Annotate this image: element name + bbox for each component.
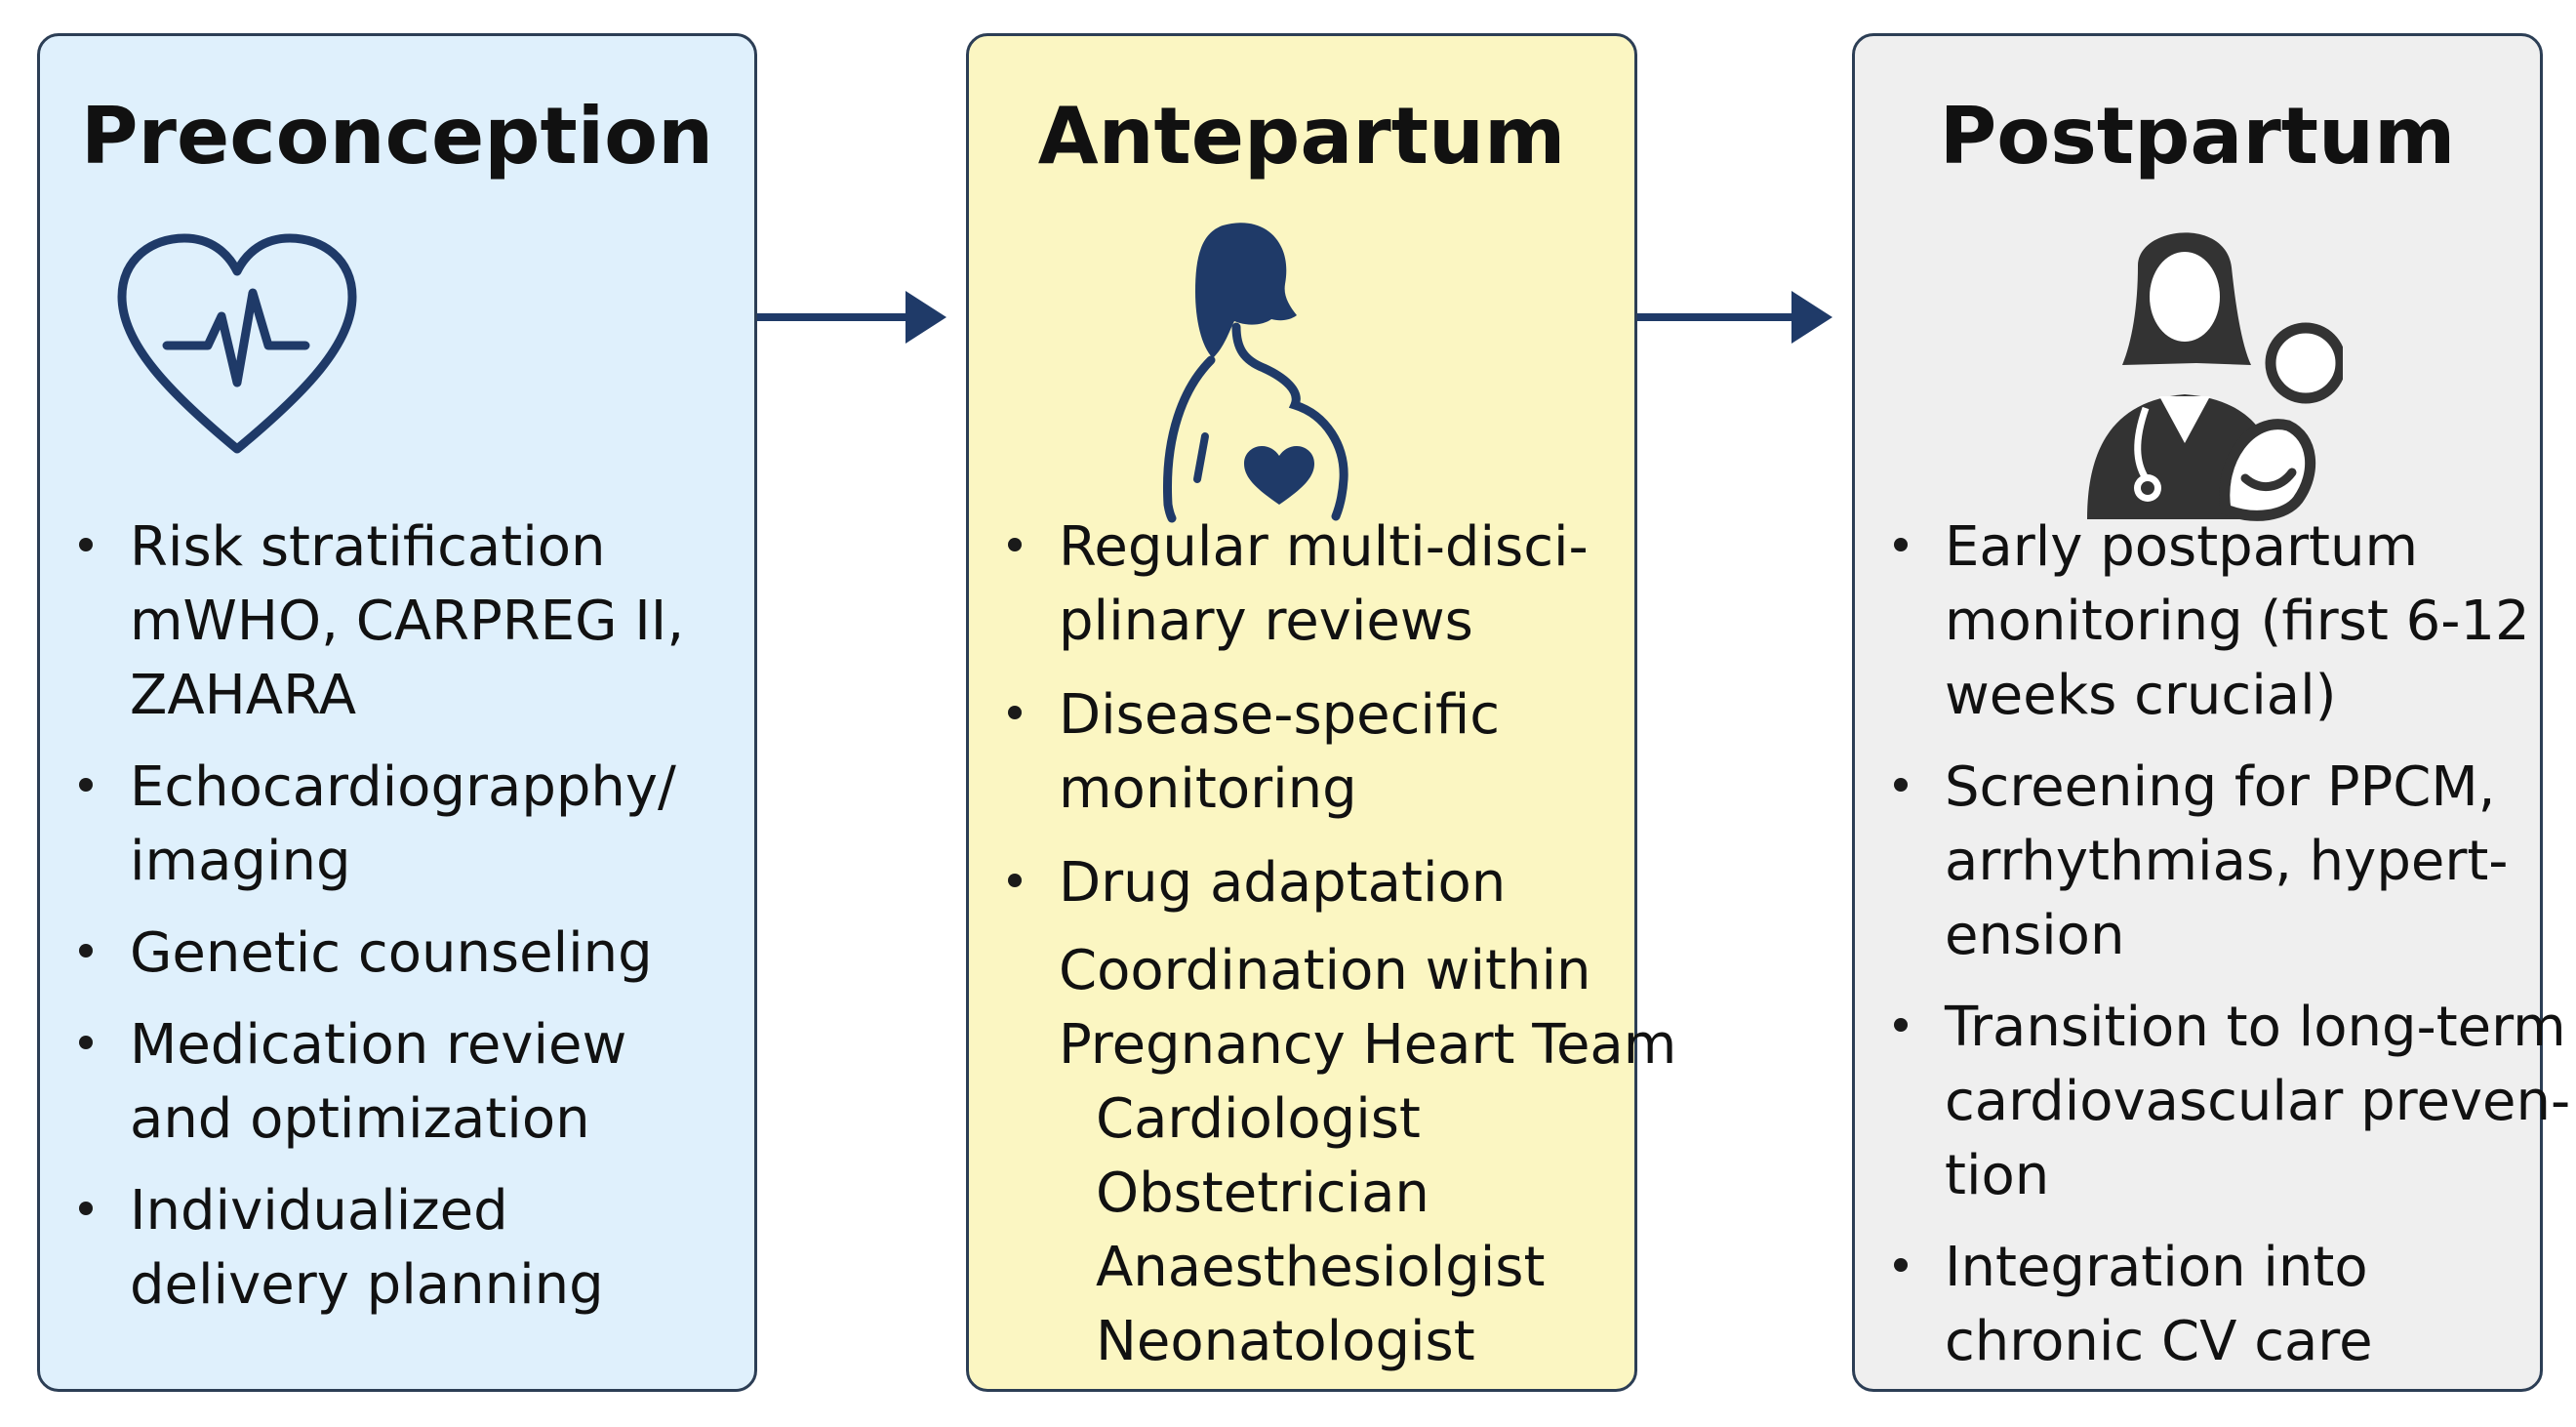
item-line: plinary reviews xyxy=(1059,590,1473,653)
list-item: Genetic counseling xyxy=(40,917,684,991)
item-line: ension xyxy=(1945,904,2125,967)
postpartum-panel: Postpartum Early postpartum monitoring (… xyxy=(1852,33,2570,1392)
item-line: Medication review xyxy=(130,1013,627,1077)
item-line: ZAHARA xyxy=(130,664,357,727)
doctor-with-baby-icon xyxy=(2087,232,2343,521)
item-line: Risk stratification xyxy=(130,515,606,579)
list-item: Regular multi-disci- plinary reviews xyxy=(969,510,1589,659)
item-line: cardiovascular preven- xyxy=(1945,1070,2571,1133)
item-line: tion xyxy=(1945,1144,2050,1207)
team-heading: Coordination within Pregnancy Heart Team xyxy=(1059,934,1676,1082)
team-heading-line: Coordination within xyxy=(1059,939,1591,1002)
item-line: delivery planning xyxy=(130,1253,604,1317)
list-item: Screening for PPCM, arrhythmias, hypert-… xyxy=(1855,751,2570,973)
item-line: Regular multi-disci- xyxy=(1059,515,1589,579)
item-line: chronic CV care xyxy=(1945,1310,2373,1373)
preconception-list: Risk stratification mWHO, CARPREG II, ZA… xyxy=(40,510,684,1340)
item-line: Integration into xyxy=(1945,1236,2368,1299)
list-item: Individualized delivery planning xyxy=(40,1174,684,1323)
antepartum-list: Regular multi-disci- plinary reviews Dis… xyxy=(969,510,1589,940)
item-line: Drug adaptation xyxy=(1059,851,1507,915)
list-item: Medication review and optimization xyxy=(40,1008,684,1157)
list-item: Integration into chronic CV care xyxy=(1855,1231,2570,1379)
item-line: monitoring (first 6-12 xyxy=(1945,590,2530,653)
list-item: Early postpartum monitoring (first 6-12 … xyxy=(1855,510,2570,733)
item-line: imaging xyxy=(130,830,351,893)
item-line: Transition to long-term xyxy=(1945,996,2566,1059)
pregnant-woman-heart-icon xyxy=(1162,223,1348,523)
item-line: mWHO, CARPREG II, xyxy=(130,590,685,653)
arrow-right-icon xyxy=(757,291,946,344)
team-member: Cardiologist xyxy=(1096,1087,1421,1151)
item-line: Individualized xyxy=(130,1179,508,1243)
item-line: Echocardiograpphy/ xyxy=(130,755,676,819)
item-line: and optimization xyxy=(130,1087,590,1151)
list-item: Risk stratification mWHO, CARPREG II, ZA… xyxy=(40,510,684,733)
item-line: Genetic counseling xyxy=(130,921,653,985)
list-item: Disease-specific monitoring xyxy=(969,678,1589,827)
team-heading-line: Pregnancy Heart Team xyxy=(1059,1013,1677,1077)
arrow-right-icon xyxy=(1637,291,1832,344)
team-member: Anaesthesiolgist xyxy=(1096,1236,1546,1299)
antepartum-title: Antepartum xyxy=(1037,91,1566,182)
item-line: Early postpartum xyxy=(1945,515,2419,579)
postpartum-title: Postpartum xyxy=(1939,91,2456,182)
list-item: Drug adaptation xyxy=(969,846,1589,920)
preconception-panel: Preconception Risk stratification mWHO, … xyxy=(37,33,757,1392)
antepartum-panel: Antepartum Regular multi-disci- plinary … xyxy=(966,33,1676,1392)
preconception-title: Preconception xyxy=(80,91,714,182)
item-line: weeks crucial) xyxy=(1945,664,2337,727)
item-line: Disease-specific xyxy=(1059,683,1501,747)
team-member: Neonatologist xyxy=(1096,1310,1475,1373)
list-item: Echocardiograpphy/ imaging xyxy=(40,751,684,899)
heart-pulse-icon xyxy=(117,233,357,454)
team-member: Obstetrician xyxy=(1096,1162,1429,1225)
item-line: arrhythmias, hypert- xyxy=(1945,830,2509,893)
item-line: Screening for PPCM, xyxy=(1945,755,2496,819)
list-item: Transition to long-term cardiovascular p… xyxy=(1855,991,2570,1213)
item-line: monitoring xyxy=(1059,757,1357,821)
postpartum-list: Early postpartum monitoring (first 6-12 … xyxy=(1855,510,2570,1397)
